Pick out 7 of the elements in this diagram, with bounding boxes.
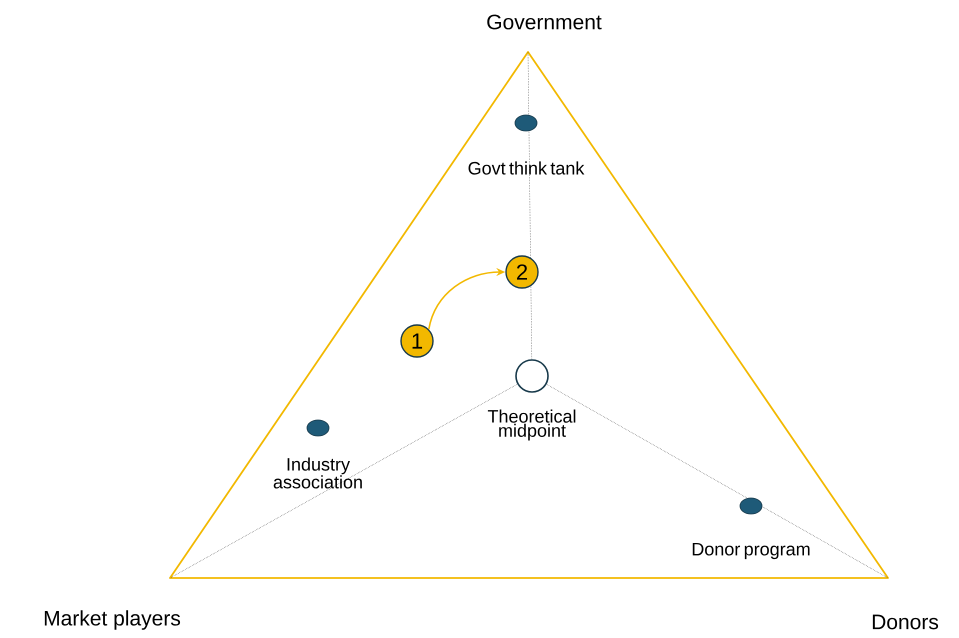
vertex-label: Market players xyxy=(44,610,180,630)
point-label: Donor program xyxy=(692,542,810,560)
point-label: Theoretical midpoint xyxy=(488,410,576,440)
point-label: Govt think tank xyxy=(468,161,584,175)
vertex-label: Donors xyxy=(872,614,938,630)
vertex-label: Government xyxy=(487,14,602,30)
point-label: Industry association xyxy=(274,458,362,488)
